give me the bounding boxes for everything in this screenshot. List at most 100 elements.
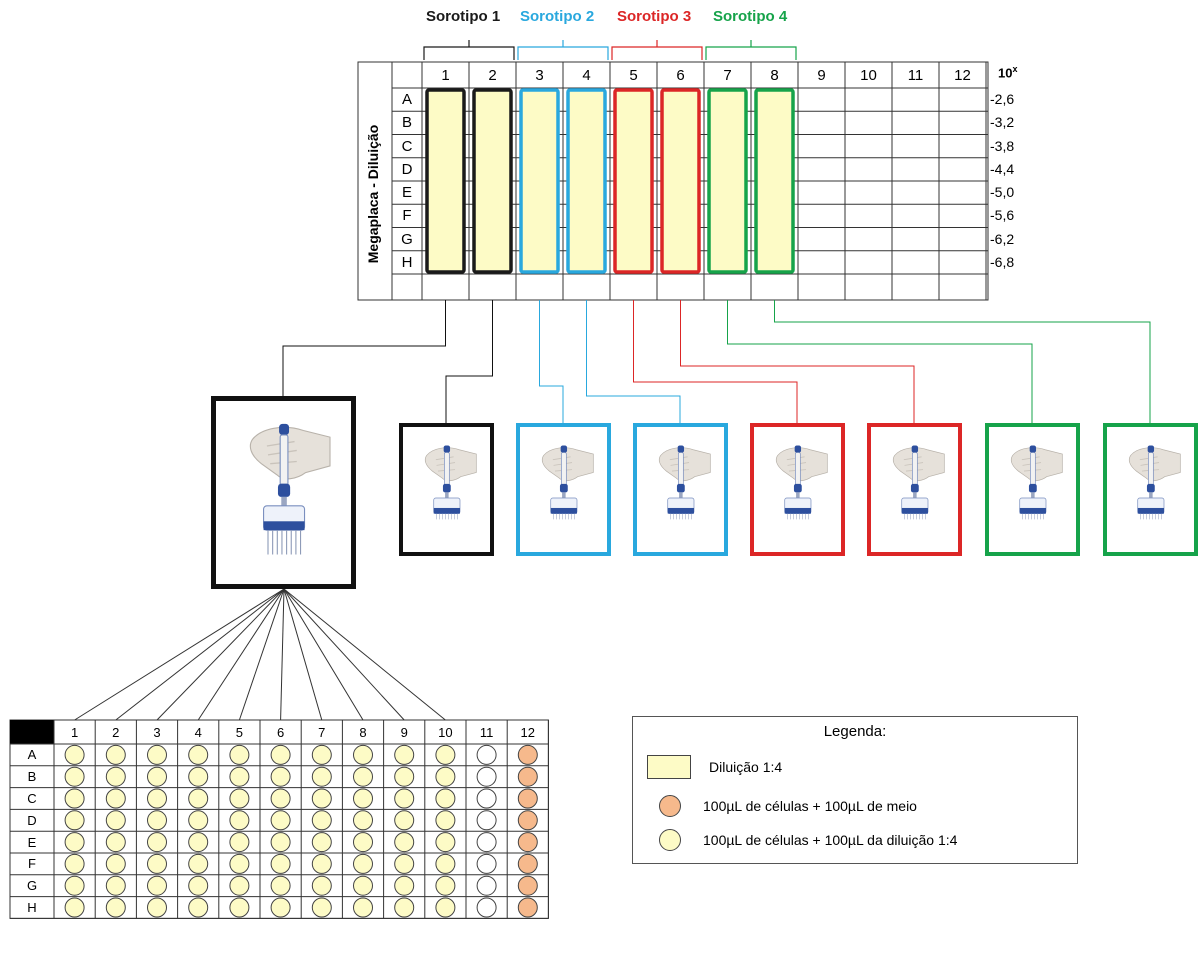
well-empty [476, 766, 497, 787]
well-dilution [311, 810, 332, 831]
legend-item-medium: 100µL de células + 100µL de meio [647, 795, 917, 817]
fan-line [197, 588, 285, 721]
well-dilution [105, 832, 126, 853]
well-medium [517, 766, 538, 787]
well-dilution [188, 897, 209, 918]
well-dilution [147, 766, 167, 787]
legend-square-swatch [647, 755, 691, 779]
well-dilution [270, 832, 291, 853]
connector-line [282, 300, 446, 396]
well-dilution [147, 810, 167, 831]
dilution-value: -5,6 [990, 207, 1015, 224]
legend-label: 100µL de células + 100µL da diluição 1:4 [703, 832, 958, 848]
well-medium [517, 875, 538, 896]
megaplate-column-block-8 [754, 88, 795, 274]
legend-label: 100µL de células + 100µL de meio [703, 798, 917, 814]
plate-column-header: 12 [520, 724, 536, 740]
well-dilution [64, 897, 85, 918]
pipette-box [985, 423, 1080, 556]
well-dilution [311, 853, 332, 874]
well-dilution [188, 875, 209, 896]
well-dilution [147, 897, 167, 918]
well-dilution [64, 832, 85, 853]
plate-row-label: F [28, 856, 36, 872]
megaplate-column-header: 2 [488, 66, 497, 84]
well-dilution [270, 788, 291, 809]
well-dilution [353, 897, 373, 918]
well-empty [476, 810, 497, 831]
well-dilution [188, 810, 209, 831]
fan-line [283, 588, 364, 721]
connector-line [539, 300, 564, 423]
serotype-bracket-1 [423, 40, 515, 60]
fan-line [283, 588, 323, 721]
megaplate-side-label: Megaplaca - Diluição [365, 124, 381, 264]
megaplate-column-block-7 [707, 88, 748, 274]
well-dilution [105, 766, 126, 787]
well-dilution [105, 897, 126, 918]
well-dilution [353, 788, 373, 809]
megaplate-row-label: F [402, 207, 412, 225]
megaplate-column-header: 5 [629, 66, 638, 84]
well-dilution [270, 897, 291, 918]
well-dilution [394, 744, 415, 765]
megaplate-column-header: 1 [441, 66, 450, 84]
megaplate-column-block-4 [566, 88, 607, 274]
dilution-value: -5,0 [990, 184, 1015, 200]
well-dilution [311, 766, 332, 787]
legend-item-dilution: Diluição 1:4 [647, 755, 782, 779]
well-dilution [64, 875, 85, 896]
well-dilution [105, 788, 126, 809]
well-medium [517, 853, 538, 874]
well-dilution [311, 875, 332, 896]
plate-row-label: A [27, 747, 37, 763]
megaplate-column-block-6 [660, 88, 701, 274]
well-dilution [435, 832, 456, 853]
well-dilution [188, 788, 209, 809]
pipette-icon [528, 437, 599, 542]
legend-box: Legenda: Diluição 1:4 100µL de células +… [632, 716, 1078, 864]
pipette-box [867, 423, 962, 556]
well-dilution [435, 788, 456, 809]
megaplate-column-header: 4 [582, 66, 591, 84]
well-empty [476, 788, 497, 809]
serotype-2-label: Sorotipo 2 [520, 8, 595, 25]
legend-item-cells-dilution: 100µL de células + 100µL da diluição 1:4 [647, 829, 957, 851]
well-dilution [435, 897, 456, 918]
well-medium [517, 744, 538, 765]
multichannel-pipette-icon [226, 415, 341, 570]
well-dilution [188, 832, 209, 853]
plate-row-label: H [27, 899, 37, 915]
connector-line [727, 300, 1033, 423]
megaplate-column-block-5 [613, 88, 654, 274]
connector-line [774, 300, 1151, 423]
connector-line [445, 300, 493, 423]
serotype-4-label: Sorotipo 4 [713, 8, 788, 25]
connector-line [586, 300, 681, 423]
megaplate-column-header: 8 [770, 66, 779, 84]
megaplate-row-label: H [401, 253, 413, 271]
megaplate-column-header: 11 [907, 66, 924, 84]
dilution-value: -3,8 [990, 137, 1015, 154]
well-dilution [188, 744, 209, 765]
pipette-box [399, 423, 494, 556]
legend-circle-swatch [659, 829, 681, 851]
well-dilution [229, 788, 250, 809]
megaplate-row-label: A [401, 91, 412, 109]
serotype-bracket-3 [611, 40, 703, 60]
megaplate-column-block-1 [425, 88, 466, 274]
well-dilution [435, 766, 456, 787]
well-dilution [394, 766, 415, 787]
pipette-icon [645, 437, 716, 542]
well-dilution [64, 788, 85, 809]
well-dilution [353, 853, 373, 874]
exponent-header: 10x [998, 64, 1018, 81]
well-dilution [64, 744, 85, 765]
plate-column-header: 7 [318, 724, 326, 740]
megaplate-row-label: C [401, 137, 413, 155]
well-dilution [435, 875, 456, 896]
well-dilution [270, 744, 291, 765]
well-dilution [435, 744, 456, 765]
well-dilution [147, 788, 167, 809]
plate-column-header: 4 [194, 724, 202, 740]
